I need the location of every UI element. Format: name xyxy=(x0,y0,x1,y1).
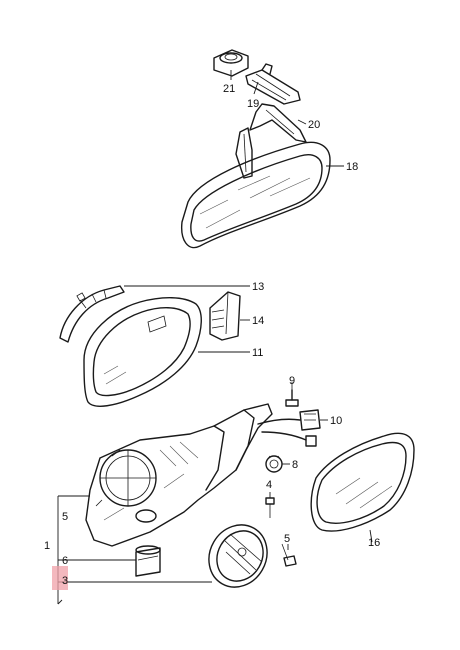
part-8-grommet xyxy=(265,455,283,473)
callout-5-left: 5 xyxy=(62,511,68,523)
callout-4: 4 xyxy=(266,479,272,491)
callout-9: 9 xyxy=(289,375,295,387)
callout-18: 18 xyxy=(346,161,358,173)
callout-16: 16 xyxy=(368,537,380,549)
callout-14: 14 xyxy=(252,315,264,327)
part-10-harness xyxy=(257,409,321,447)
part-20-bracket xyxy=(249,103,307,143)
mirror-base-assembly xyxy=(85,403,273,547)
part-21-sensor xyxy=(213,49,249,77)
callout-5-right: 5 xyxy=(284,533,290,545)
part-4-screw xyxy=(265,497,275,518)
callout-6: 6 xyxy=(62,555,68,567)
callout-13: 13 xyxy=(252,281,264,293)
part-18-interior-mirror xyxy=(181,127,331,249)
part-14-module xyxy=(209,291,241,341)
callout-10: 10 xyxy=(330,415,342,427)
part-6-actuator xyxy=(135,545,161,577)
part-13-rail xyxy=(59,285,125,343)
callout-20: 20 xyxy=(308,119,320,131)
callout-3-highlight xyxy=(52,566,68,590)
callout-3: 3 xyxy=(62,575,68,587)
part-5-screw xyxy=(281,543,297,567)
part-11-housing-cap xyxy=(83,297,202,407)
part-3-plate xyxy=(208,524,268,588)
part-16-mirror-glass xyxy=(310,432,415,532)
callout-21: 21 xyxy=(223,83,235,95)
callout-19: 19 xyxy=(247,98,259,110)
callout-11: 11 xyxy=(252,347,263,359)
callout-1: 1 xyxy=(44,540,50,552)
part-9-screw xyxy=(285,382,299,407)
callout-8: 8 xyxy=(292,459,298,471)
leader-lines xyxy=(57,70,373,605)
callout-labels: 21 19 20 18 13 14 11 9 10 8 4 5 5 1 6 3 … xyxy=(44,83,380,587)
